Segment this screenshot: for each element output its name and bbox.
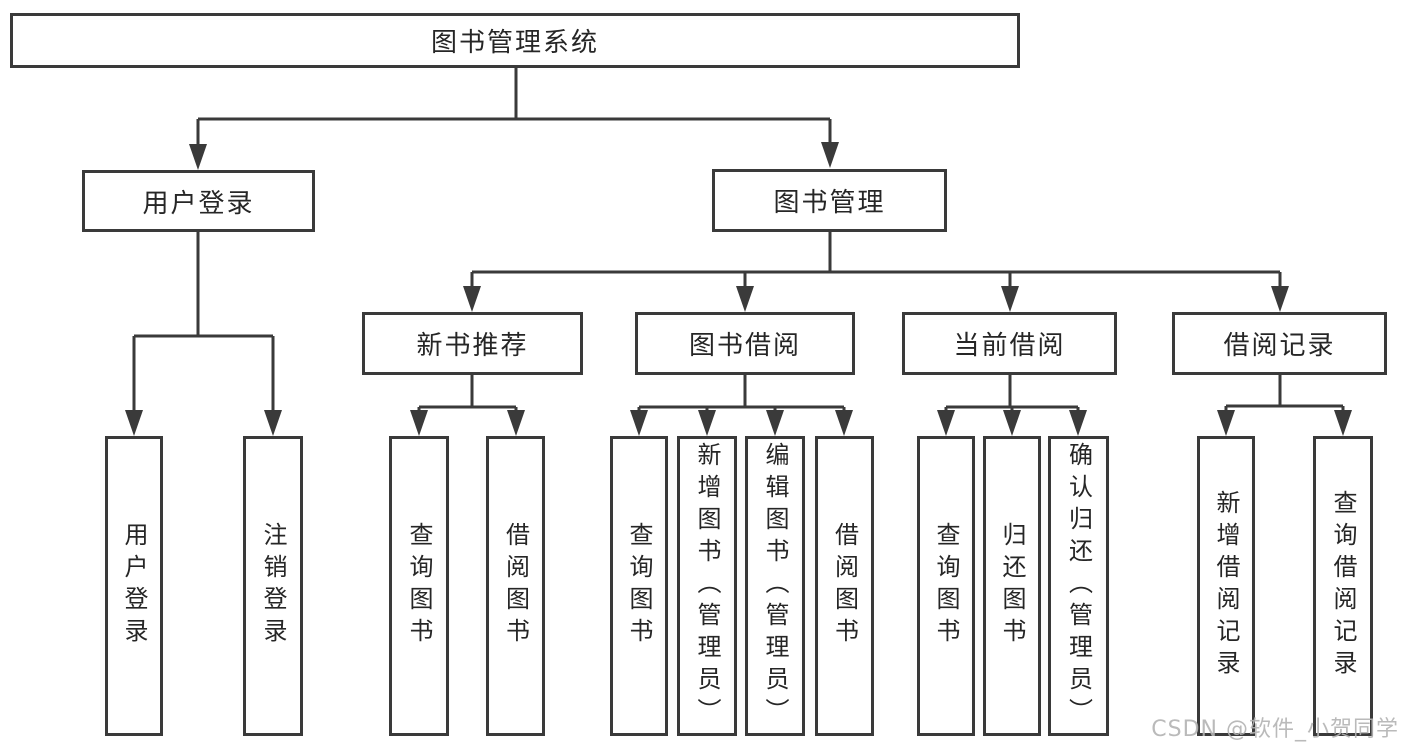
arrowheads: [125, 142, 1352, 436]
node-borrow-records: 借阅记录: [1172, 312, 1387, 375]
leaf-user-login: 用户登录: [105, 436, 163, 736]
node-root-system: 图书管理系统: [10, 13, 1020, 68]
leaf-query-books-borrow: 查询图书: [610, 436, 668, 736]
node-book-borrow: 图书借阅: [635, 312, 855, 375]
leaf-logout: 注销登录: [243, 436, 303, 736]
leaf-query-borrow-record: 查询借阅记录: [1313, 436, 1373, 736]
connector-paths: [132, 68, 1345, 412]
leaf-return-books: 归还图书: [983, 436, 1041, 736]
leaf-add-books-admin: 新增图书（管理员）: [677, 436, 737, 736]
leaf-borrow-books: 借阅图书: [815, 436, 874, 736]
leaf-edit-books-admin: 编辑图书（管理员）: [745, 436, 805, 736]
node-new-book-recommend: 新书推荐: [362, 312, 583, 375]
leaf-confirm-return-admin: 确认归还（管理员）: [1048, 436, 1109, 736]
node-user-login-module: 用户登录: [82, 170, 315, 232]
leaf-borrow-books-recommend: 借阅图书: [486, 436, 545, 736]
leaf-query-books-current: 查询图书: [917, 436, 975, 736]
leaf-query-books-recommend: 查询图书: [389, 436, 449, 736]
node-current-borrow: 当前借阅: [902, 312, 1117, 375]
node-book-management-module: 图书管理: [712, 169, 947, 232]
csdn-watermark: CSDN @软件_小贺同学: [1151, 717, 1399, 742]
leaf-add-borrow-record: 新增借阅记录: [1197, 436, 1255, 736]
